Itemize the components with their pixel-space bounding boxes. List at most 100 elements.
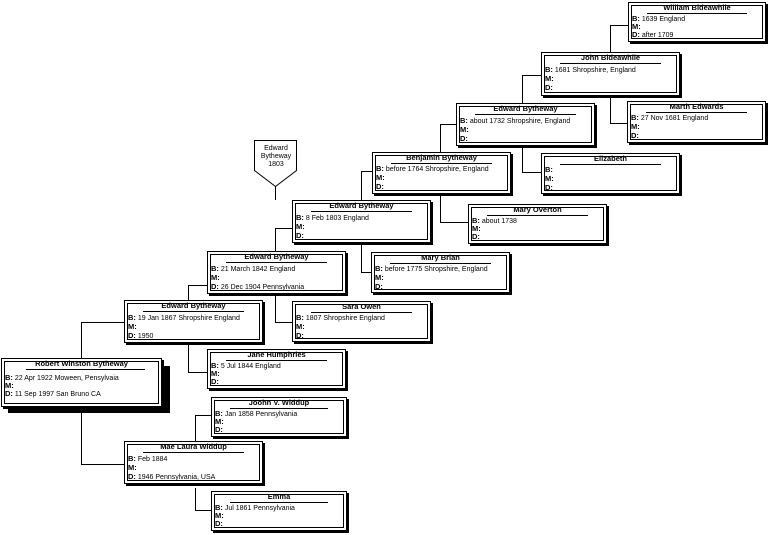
birth-label: B: xyxy=(632,14,640,23)
person-name: Robert Winston Bytheway xyxy=(35,359,128,368)
birth-label: B: xyxy=(211,361,219,370)
person-name: Marth Edwards xyxy=(669,102,724,111)
birth-label: B: xyxy=(128,313,136,322)
birth-label: B: xyxy=(5,373,13,382)
birth-value: 1681 Shropshire, England xyxy=(554,67,636,74)
marriage-label: M: xyxy=(128,463,137,472)
person-name: Joohn V. Widdup xyxy=(248,398,310,407)
person-name: Sara Owen xyxy=(342,302,381,311)
death-label: D: xyxy=(545,83,553,92)
birth-label: B: xyxy=(472,216,480,225)
person-name: Edward Bytheway xyxy=(244,252,309,261)
person-name: Mary Overton xyxy=(513,205,562,214)
marriage-label: M: xyxy=(211,273,220,282)
death-value: 1946 Pennsylvania, USA xyxy=(137,474,216,481)
person-name: Edward Bytheway xyxy=(493,104,558,113)
birth-label: B: xyxy=(211,264,219,273)
death-label: D: xyxy=(632,30,640,39)
marriage-label: M: xyxy=(215,511,224,520)
person-card-edward-1867[interactable]: Edward Bytheway B: 19 Jan 1867 Shropshir… xyxy=(124,300,263,343)
death-value: 11 Sep 1997 San Bruno CA xyxy=(14,391,101,398)
marriage-label: M: xyxy=(631,122,640,131)
death-label: D: xyxy=(376,182,384,191)
person-card-edward-1842[interactable]: Edward Bytheway B: 21 March 1842 England… xyxy=(207,251,346,294)
birth-value: Feb 1884 xyxy=(137,456,168,463)
person-name: John Bideawhile xyxy=(580,53,641,62)
pin-shape xyxy=(254,140,297,188)
person-name: Edward Bytheway xyxy=(161,301,226,310)
death-label: D: xyxy=(296,231,304,240)
person-name: Jane Humphries xyxy=(247,350,306,359)
birth-label: B: xyxy=(128,454,136,463)
person-card-john[interactable]: John Bideawhile B: 1681 Shropshire, Engl… xyxy=(541,52,680,96)
focus-person-marker[interactable]: Edward Bytheway 1803 xyxy=(254,140,298,188)
death-label: D: xyxy=(128,331,136,340)
person-name: Mae Laura Widdup xyxy=(160,442,227,451)
person-card-benjamin[interactable]: Benjamin Bytheway B: before 1764 Shropsh… xyxy=(372,152,511,194)
person-name: Emma xyxy=(267,492,291,501)
person-card-robert[interactable]: Robert Winston Bytheway B: 22 Apr 1922 M… xyxy=(1,358,162,407)
marriage-label: M: xyxy=(5,381,14,390)
person-card-william[interactable]: William Bideawhile B: 1639 England M: D:… xyxy=(628,2,766,42)
person-card-marth[interactable]: Marth Edwards B: 27 Nov 1681 England M: … xyxy=(627,101,766,143)
marriage-label: M: xyxy=(375,273,384,282)
marriage-label: M: xyxy=(632,22,641,31)
marriage-label: M: xyxy=(460,125,469,134)
birth-label: B: xyxy=(375,264,383,273)
marriage-label: M: xyxy=(128,322,137,331)
pin-name-line1: Edward xyxy=(264,145,288,152)
marriage-label: M: xyxy=(211,369,220,378)
birth-label: B: xyxy=(376,164,384,173)
birth-value: 21 March 1842 England xyxy=(220,266,296,273)
death-label: D: xyxy=(215,519,223,528)
death-label: D: xyxy=(472,232,480,241)
death-value: after 1709 xyxy=(641,32,674,39)
pin-name-line2: Bytheway xyxy=(260,153,292,160)
birth-value: before 1775 Shropshire, England xyxy=(384,266,488,273)
birth-value: about 1732 Shropshire, England xyxy=(469,118,571,125)
birth-label: B: xyxy=(631,113,639,122)
birth-label: B: xyxy=(545,65,553,74)
death-label: D: xyxy=(215,425,223,434)
death-label: D: xyxy=(375,282,383,291)
birth-label: B: xyxy=(545,165,553,174)
marriage-label: M: xyxy=(296,322,305,331)
person-card-jane[interactable]: Jane Humphries B: 5 Jul 1844 England M: … xyxy=(207,349,346,389)
person-name: Edward Bytheway xyxy=(329,201,394,210)
death-label: D: xyxy=(296,331,304,340)
person-card-edward-1732[interactable]: Edward Bytheway B: about 1732 Shropshire… xyxy=(456,103,595,146)
person-card-sara[interactable]: Sara Owen B: 1807 Shropshire England M: … xyxy=(292,301,431,342)
birth-value: 8 Feb 1803 England xyxy=(305,215,369,222)
person-card-mae[interactable]: Mae Laura Widdup B: Feb 1884 M: D: 1946 … xyxy=(124,441,263,484)
birth-value: about 1738 xyxy=(481,218,517,225)
person-card-mary-overton[interactable]: Mary Overton B: about 1738 M: D: xyxy=(468,204,607,244)
death-value: 1950 xyxy=(137,333,154,340)
pin-year: 1803 xyxy=(268,161,284,168)
birth-value: 1807 Shropshire England xyxy=(305,315,385,322)
birth-value: 5 Jul 1844 England xyxy=(220,363,281,370)
person-card-mary-brian[interactable]: Mary Brian B: before 1775 Shropshire, En… xyxy=(371,252,510,293)
marriage-label: M: xyxy=(472,224,481,233)
death-label: D: xyxy=(128,472,136,481)
birth-value: 1639 England xyxy=(641,16,686,23)
birth-label: B: xyxy=(215,409,223,418)
person-card-elizabeth[interactable]: Elizabeth B: M: D: xyxy=(541,153,680,194)
death-label: D: xyxy=(545,183,553,192)
marriage-label: M: xyxy=(296,222,305,231)
person-name: William Bideawhile xyxy=(663,3,731,12)
person-card-emma[interactable]: Emma B: Jul 1861 Pennsylvania M: D: xyxy=(211,491,347,531)
birth-value: 27 Nov 1681 England xyxy=(640,115,709,122)
death-label: D: xyxy=(5,389,13,398)
birth-value: Jul 1861 Pennsylvania xyxy=(224,505,295,512)
birth-value: 19 Jan 1867 Shropshire England xyxy=(137,315,240,322)
person-name: Benjamin Bytheway xyxy=(406,153,477,162)
marriage-label: M: xyxy=(215,417,224,426)
birth-label: B: xyxy=(215,503,223,512)
person-card-edward-1803[interactable]: Edward Bytheway B: 8 Feb 1803 England M:… xyxy=(292,200,431,243)
birth-value: 22 Apr 1922 Moween, Pensylvaia xyxy=(14,375,119,382)
person-name: Elizabeth xyxy=(594,154,627,163)
person-card-joohn[interactable]: Joohn V. Widdup B: Jan 1858 Pennsylvania… xyxy=(211,397,347,437)
death-label: D: xyxy=(211,282,219,291)
marriage-label: M: xyxy=(545,174,554,183)
